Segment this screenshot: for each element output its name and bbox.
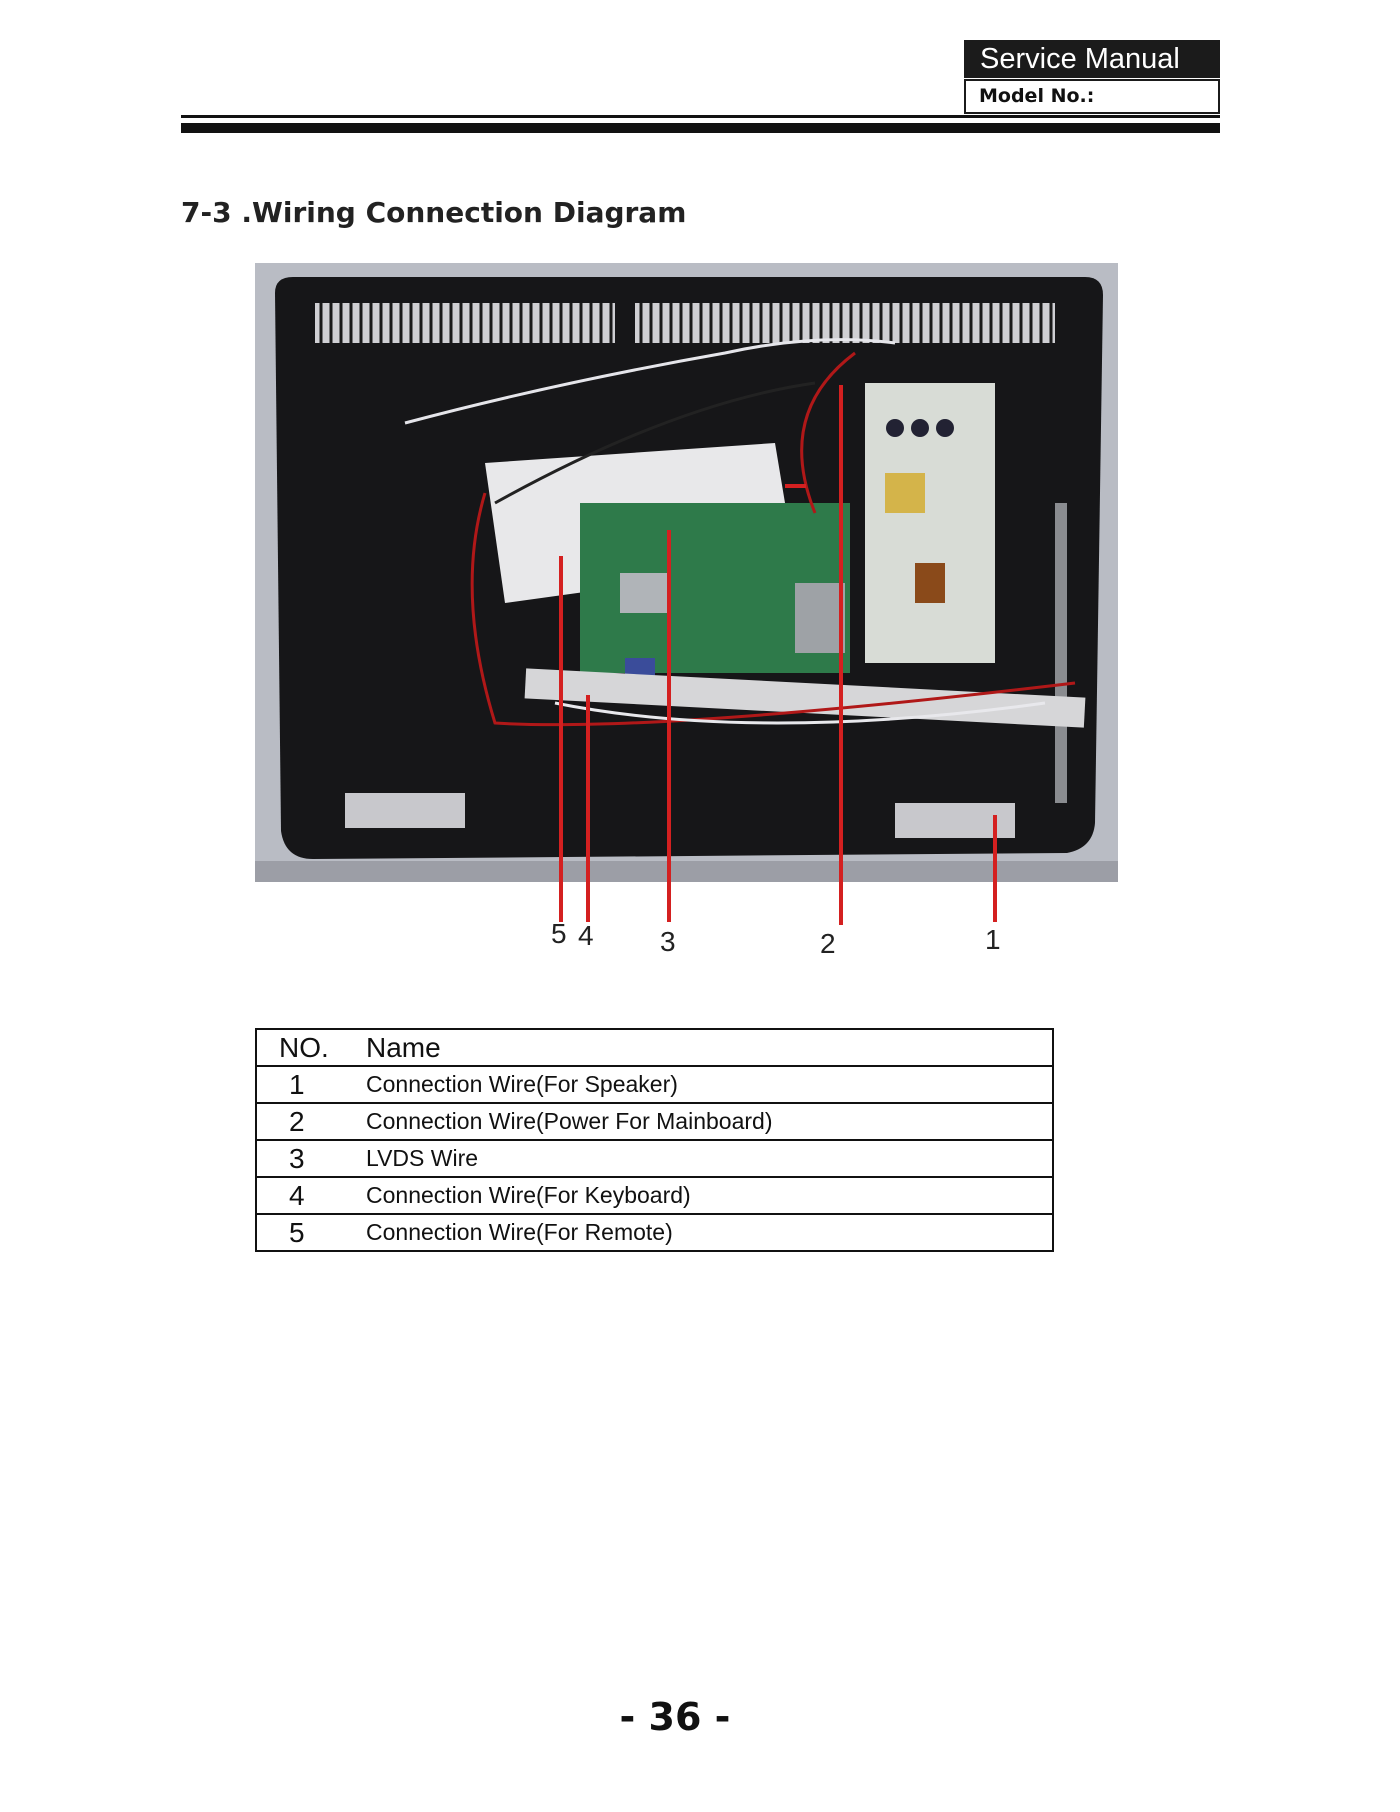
- row-number: 2: [256, 1103, 366, 1141]
- row-number: 3: [256, 1140, 366, 1178]
- row-number: 4: [256, 1177, 366, 1215]
- model-number-label: Model No.:: [964, 79, 1220, 114]
- column-header-no: NO.: [256, 1029, 366, 1067]
- callout-label-5: 5: [551, 918, 567, 949]
- row-name: Connection Wire(For Speaker): [366, 1066, 1053, 1104]
- callout-label-3: 3: [660, 926, 676, 957]
- table-row: 4 Connection Wire(For Keyboard): [256, 1177, 1053, 1215]
- wiring-photo: [255, 263, 1118, 882]
- row-name: Connection Wire(For Remote): [366, 1214, 1053, 1252]
- callout-label-1: 1: [985, 924, 1001, 955]
- row-name: Connection Wire(For Keyboard): [366, 1177, 1053, 1215]
- page-number: - 36 -: [619, 1695, 731, 1739]
- header-rule-thin: [181, 115, 1220, 118]
- header-title: Service Manual: [964, 40, 1220, 78]
- header-rule-thick: [181, 123, 1220, 133]
- row-name: LVDS Wire: [366, 1140, 1053, 1178]
- row-number: 5: [256, 1214, 366, 1252]
- table-header-row: NO. Name: [256, 1029, 1053, 1067]
- row-number: 1: [256, 1066, 366, 1104]
- table-row: 5 Connection Wire(For Remote): [256, 1214, 1053, 1252]
- callout-label-4: 4: [578, 920, 594, 951]
- table-row: 2 Connection Wire(Power For Mainboard): [256, 1103, 1053, 1141]
- section-title: 7-3 .Wiring Connection Diagram: [181, 196, 687, 229]
- table-row: 3 LVDS Wire: [256, 1140, 1053, 1178]
- callout-label-2: 2: [820, 928, 836, 959]
- row-name: Connection Wire(Power For Mainboard): [366, 1103, 1053, 1141]
- table-row: 1 Connection Wire(For Speaker): [256, 1066, 1053, 1104]
- wiring-parts-table: NO. Name 1 Connection Wire(For Speaker) …: [255, 1028, 1054, 1252]
- column-header-name: Name: [366, 1029, 1053, 1067]
